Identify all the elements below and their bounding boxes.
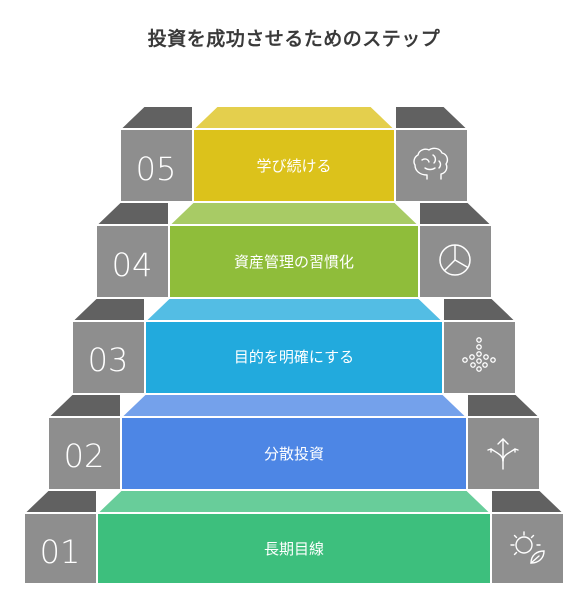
sun-leaf-icon [510, 531, 545, 564]
step-1-right-top [490, 489, 565, 514]
branching-arrows-icon [487, 438, 519, 470]
step-5-center-face [192, 128, 396, 203]
step-4-label: 資産管理の習慣化 [234, 253, 354, 271]
step-3-left-side [71, 320, 146, 395]
step-3-right-side [442, 320, 517, 395]
step-1-label: 長期目線 [264, 540, 324, 558]
step-4-left-side [95, 224, 170, 299]
step-4-center-top [168, 201, 420, 226]
step-3-number: 03 [88, 341, 129, 379]
step-1-center-top [96, 489, 492, 514]
step-1-number: 01 [40, 533, 81, 571]
step-2-number: 02 [64, 437, 105, 475]
step-2-label: 分散投資 [264, 445, 324, 463]
step-5-left-top [119, 105, 194, 130]
step-3-left-top [71, 297, 146, 322]
step-5-right-side [394, 128, 469, 203]
pie-chart-icon [439, 244, 471, 276]
step-5-label: 学び続ける [256, 157, 331, 175]
step-2: 02 分散投資 [47, 393, 541, 491]
step-4-left-top [95, 201, 170, 226]
step-1-center-face [96, 512, 492, 585]
step-5-left-side [119, 128, 194, 203]
step-3: 03 目的を明確にする [71, 297, 517, 395]
step-2-center-face [120, 416, 468, 491]
step-4: 04 資産管理の習慣化 [95, 201, 493, 299]
step-3-label: 目的を明確にする [234, 348, 354, 366]
step-2-left-top [47, 393, 122, 418]
step-4-right-side [418, 224, 493, 299]
step-4-number: 04 [112, 246, 153, 284]
step-5: 05 学び続ける [119, 105, 469, 203]
step-3-center-top [144, 297, 444, 322]
step-5-center-top [192, 105, 396, 130]
step-3-right-top [442, 297, 517, 322]
step-2-left-side [47, 416, 122, 491]
diagram-title: 投資を成功させるためのステップ [147, 28, 441, 50]
step-1: 01 長期目線 [23, 489, 565, 585]
step-5-number: 05 [136, 150, 177, 188]
step-4-center-face [168, 224, 420, 299]
step-2-center-top [120, 393, 468, 418]
step-1-left-top [23, 489, 98, 514]
step-4-right-top [418, 201, 493, 226]
step-5-right-top [394, 105, 469, 130]
step-1-right-side [490, 512, 565, 585]
step-2-right-top [466, 393, 541, 418]
step-3-center-face [144, 320, 444, 395]
brain-icon [413, 147, 449, 180]
dots-funnel-icon [462, 337, 496, 372]
